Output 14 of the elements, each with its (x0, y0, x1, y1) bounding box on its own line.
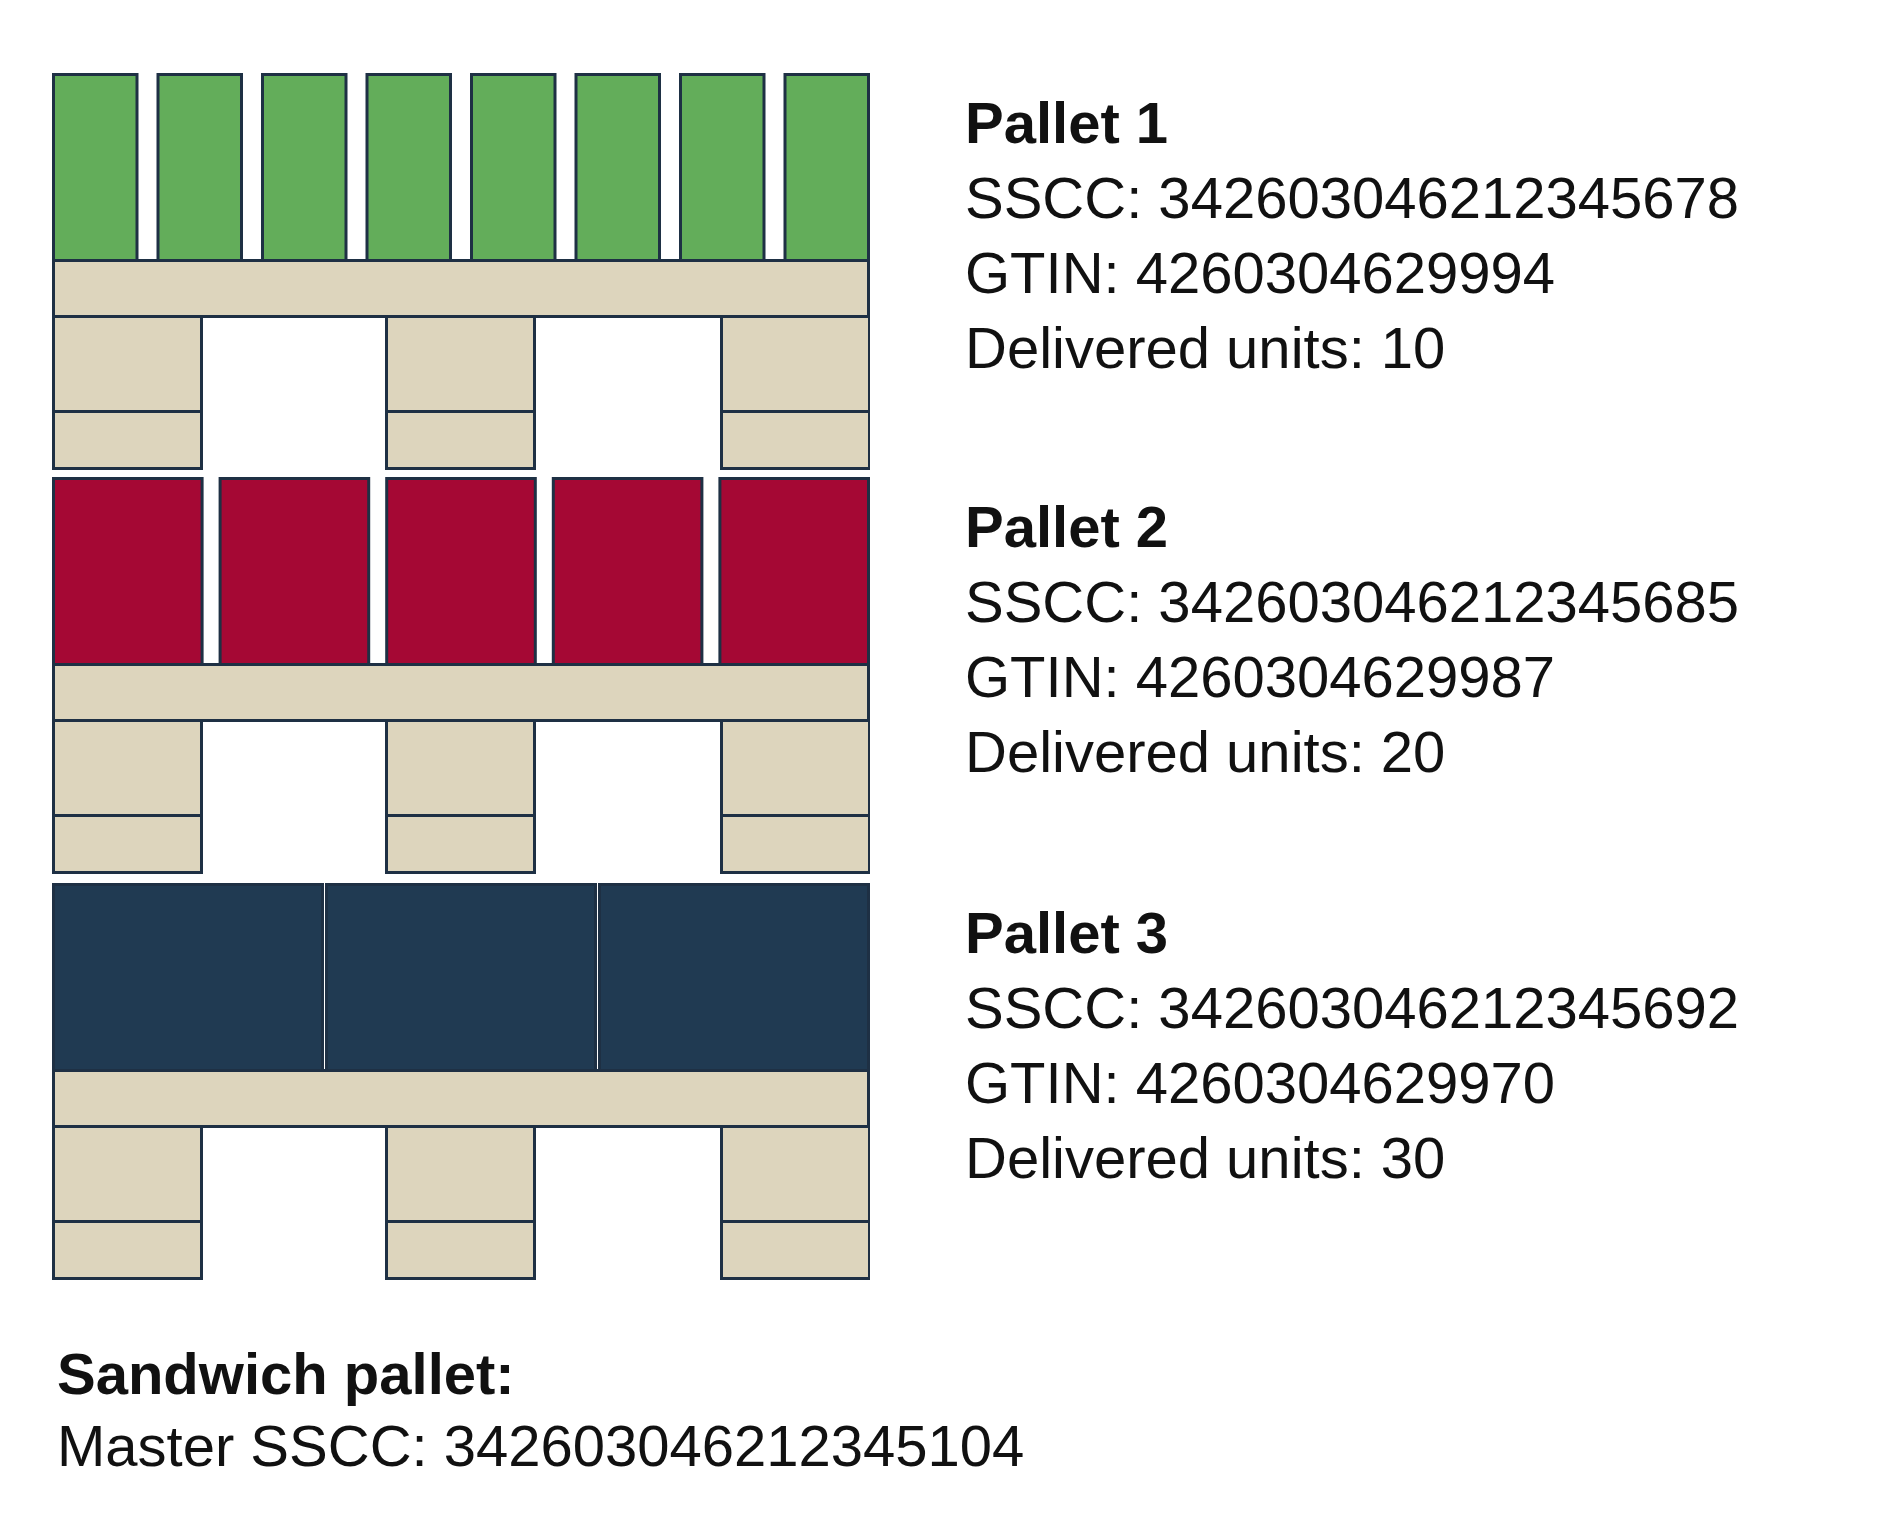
pallet-info: Delivered units: 30 (965, 1124, 1446, 1192)
heading: Sandwich pallet: (57, 1340, 515, 1407)
pallet-title: Pallet 1 (965, 89, 1169, 157)
pallet-info: SSCC: 342603046212345692 (965, 974, 1739, 1042)
pallet-info: SSCC: 342603046212345685 (965, 568, 1739, 636)
pallet-title: Pallet 2 (965, 493, 1169, 561)
pallet-info: Delivered units: 10 (965, 314, 1446, 382)
pallet-info: SSCC: 342603046212345678 (965, 164, 1739, 232)
pallet-info: GTIN: 4260304629987 (965, 643, 1556, 711)
pallet-info: Delivered units: 20 (965, 718, 1446, 786)
pallet-info: GTIN: 4260304629970 (965, 1049, 1556, 1117)
pallet-info: GTIN: 4260304629994 (965, 239, 1556, 307)
master-sscc-text: Master SSCC: 342603046212345104 (57, 1412, 1025, 1479)
pallet-title: Pallet 3 (965, 899, 1169, 967)
